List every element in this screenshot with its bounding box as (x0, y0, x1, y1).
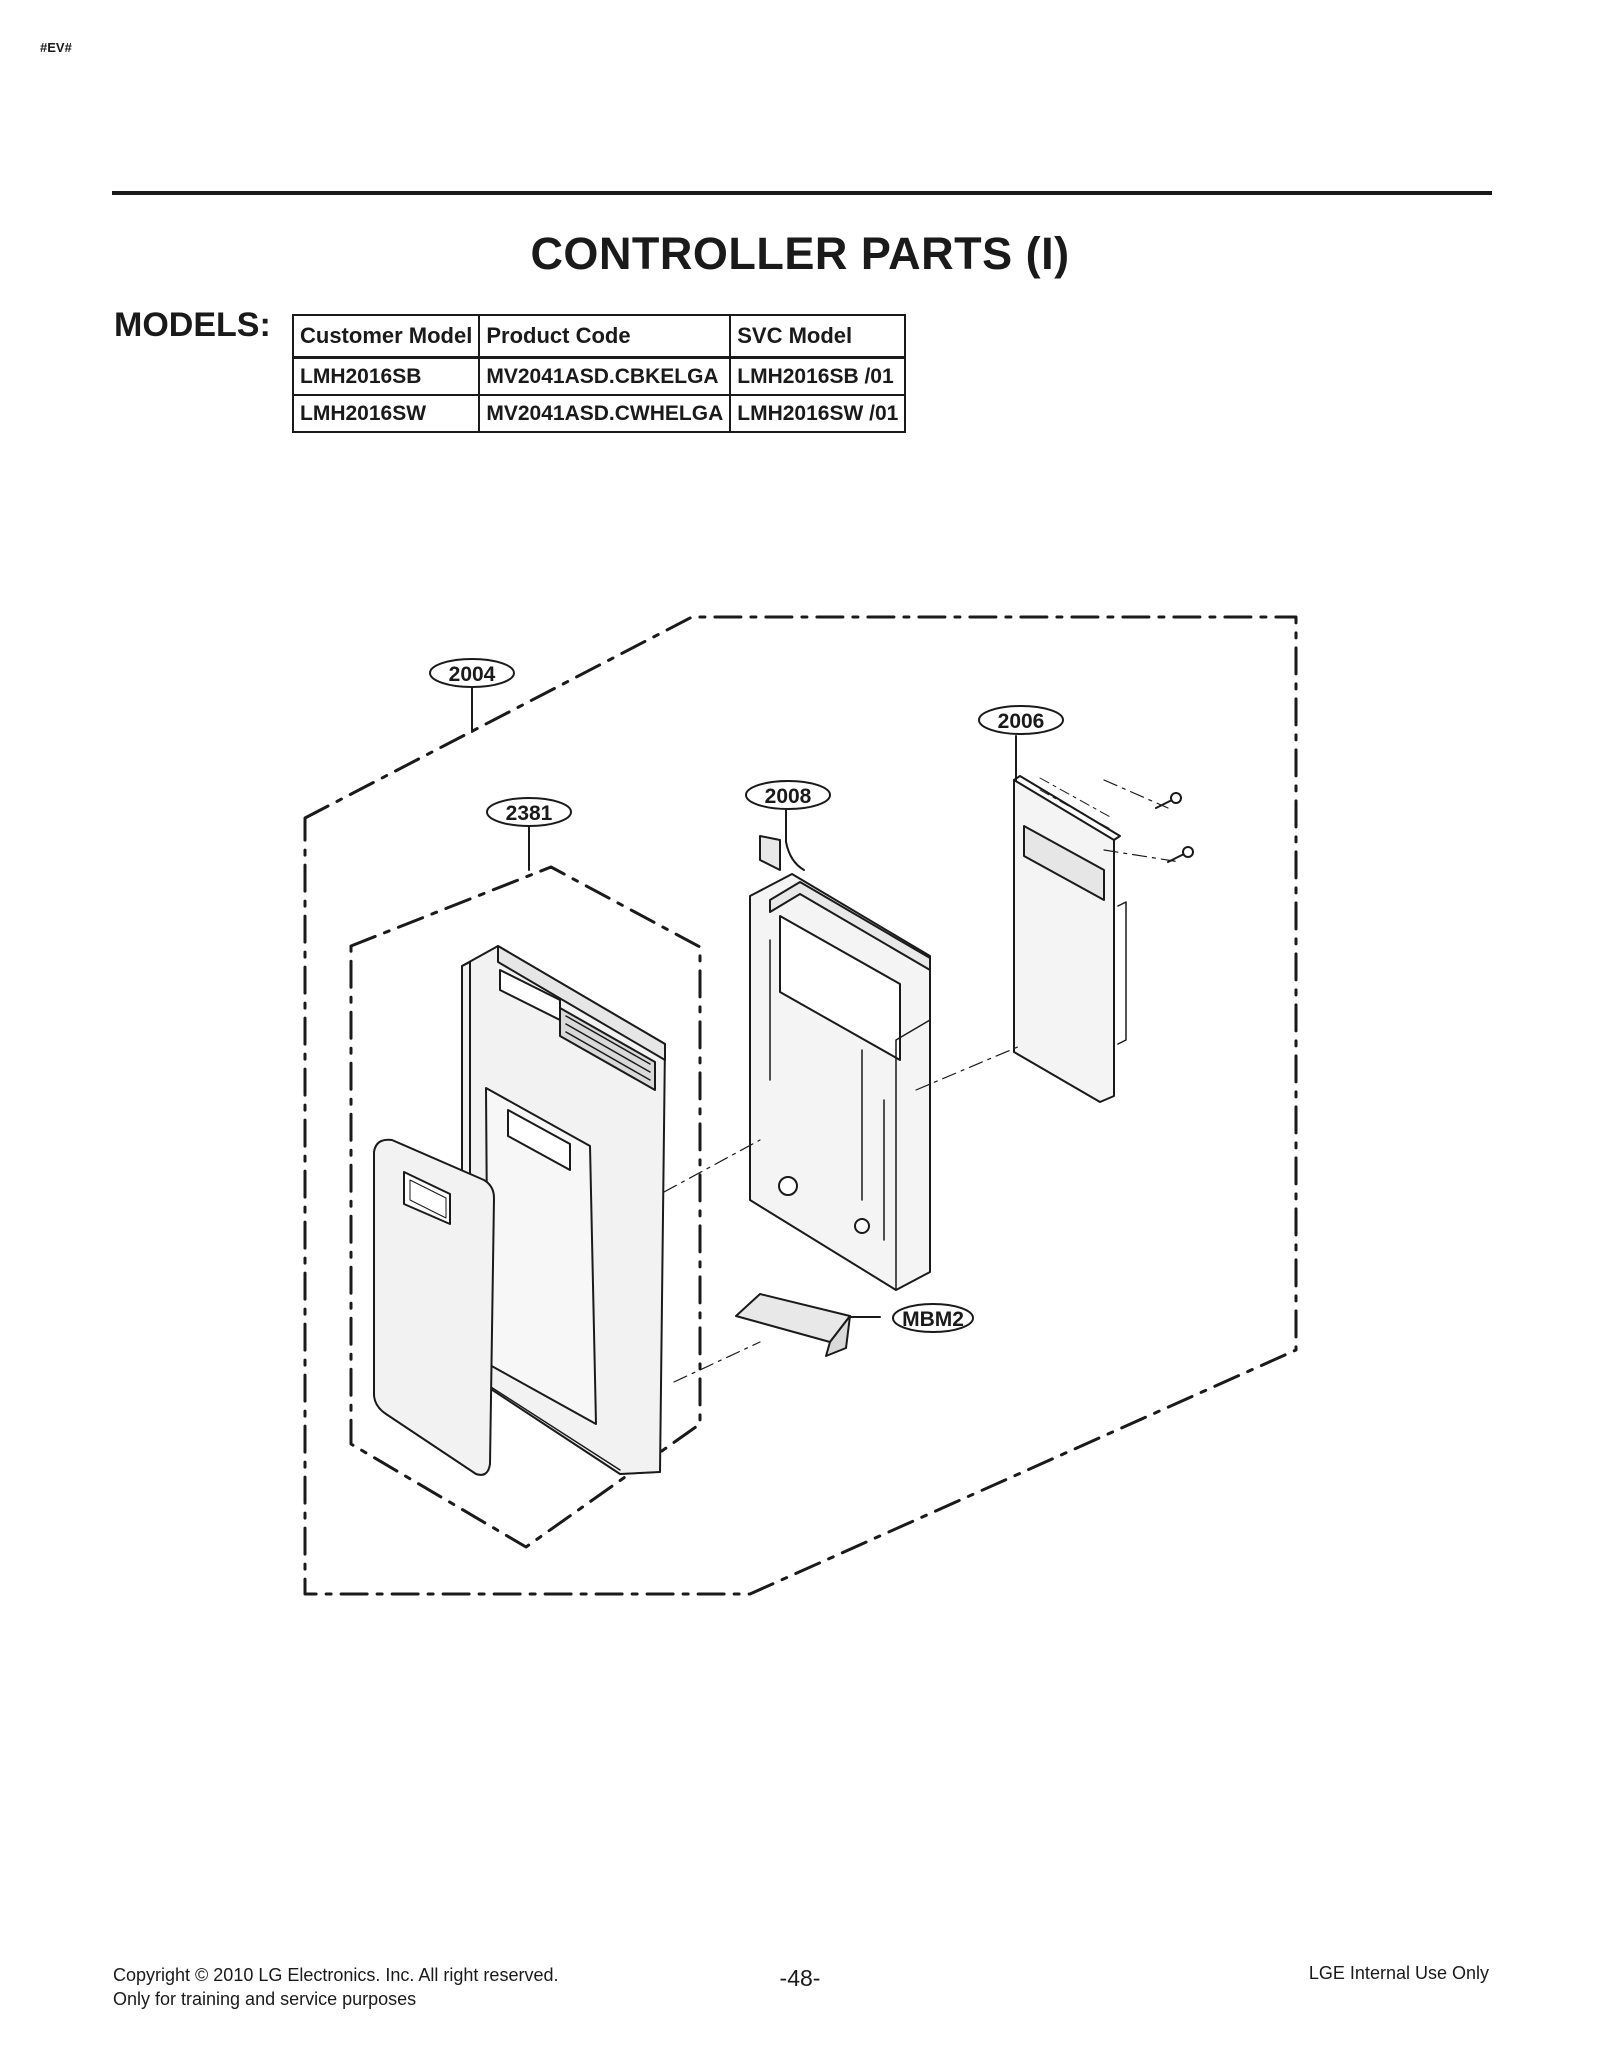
callout-2008: 2008 (745, 780, 831, 810)
svg-text:2008: 2008 (765, 785, 812, 808)
page-title: CONTROLLER PARTS (I) (530, 228, 1070, 279)
leader-2008 (785, 809, 805, 871)
cell-product-code: MV2041ASD.CWHELGA (478, 394, 732, 433)
svg-text:2004: 2004 (449, 663, 496, 686)
page-number: -48- (779, 1965, 821, 1991)
cell-customer-model: LMH2016SB (291, 356, 481, 396)
assembly-boundary (303, 615, 1298, 1596)
screw-icon (1155, 792, 1194, 863)
callout-mbm2: MBM2 (892, 1303, 974, 1333)
cell-product-code: MV2041ASD.CBKELGA (478, 356, 732, 396)
svg-text:2381: 2381 (506, 802, 553, 825)
purpose-text: Only for training and service purposes (113, 1989, 417, 2009)
header-rule (112, 191, 1492, 195)
subassembly-boundary (349, 865, 702, 1549)
cell-customer-model: LMH2016SW (291, 394, 481, 433)
header-svc-model: SVC Model (729, 314, 907, 359)
table-row: LMH2016SB MV2041ASD.CBKELGA LMH2016SB /0… (291, 356, 907, 396)
assembly-guide-lines (663, 779, 1181, 1383)
svg-text:2006: 2006 (998, 710, 1045, 733)
header-customer-model: Customer Model (291, 314, 481, 359)
front-panel-housing (461, 945, 666, 1475)
main-pcb (1013, 775, 1127, 1103)
cell-svc-model: LMH2016SW /01 (729, 394, 907, 433)
callout-2004: 2004 (429, 658, 515, 688)
internal-use-label: LGE Internal Use Only (1308, 1963, 1489, 1983)
callout-2381: 2381 (486, 797, 572, 827)
models-label: MODELS: (114, 306, 271, 344)
copyright-text: Copyright © 2010 LG Electronics. Inc. Al… (113, 1965, 559, 1985)
insulation-sheet (735, 1293, 851, 1357)
models-table: Customer Model Product Code SVC Model LM… (291, 314, 907, 433)
svg-text:MBM2: MBM2 (902, 1308, 964, 1331)
callout-2006: 2006 (978, 705, 1064, 735)
cell-svc-model: LMH2016SB /01 (729, 356, 907, 396)
models-table-header: Customer Model Product Code SVC Model (291, 314, 907, 359)
header-product-code: Product Code (478, 314, 732, 359)
pcb-bracket (749, 835, 931, 1291)
document-marker: #EV# (40, 40, 72, 55)
table-row: LMH2016SW MV2041ASD.CWHELGA LMH2016SW /0… (291, 394, 907, 433)
footer-copyright: Copyright © 2010 LG Electronics. Inc. Al… (113, 1963, 558, 2011)
control-panel-sheet (373, 1138, 495, 1476)
